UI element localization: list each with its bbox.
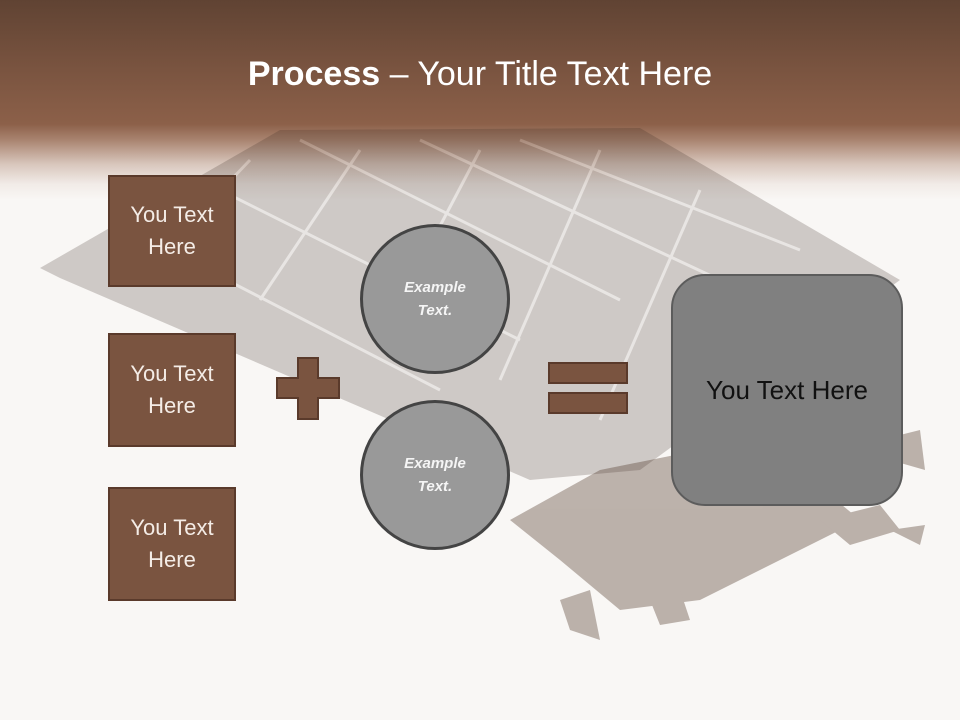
- example-circle-1[interactable]: Example Text.: [360, 224, 510, 374]
- header-band: [0, 0, 960, 200]
- example-circle-2[interactable]: Example Text.: [360, 400, 510, 550]
- result-box[interactable]: You Text Here: [671, 274, 903, 506]
- left-box-2-text: You Text Here: [130, 361, 214, 418]
- equals-icon: [548, 362, 628, 414]
- left-box-3-text: You Text Here: [130, 515, 214, 572]
- title-bold: Process: [247, 55, 381, 93]
- result-box-label: You Text Here: [706, 374, 868, 405]
- page-title: Process – Your Title Text Here: [0, 52, 960, 96]
- left-box-1-text: You Text Here: [130, 202, 214, 259]
- plus-icon: [276, 357, 340, 420]
- left-box-1[interactable]: You Text Here: [108, 175, 236, 287]
- example-circle-1-text: Example Text.: [404, 279, 466, 319]
- left-box-3[interactable]: You Text Here: [108, 487, 236, 601]
- left-box-2[interactable]: You Text Here: [108, 333, 236, 447]
- title-rest: – Your Title Text Here: [380, 55, 713, 93]
- example-circle-2-text: Example Text.: [404, 455, 466, 495]
